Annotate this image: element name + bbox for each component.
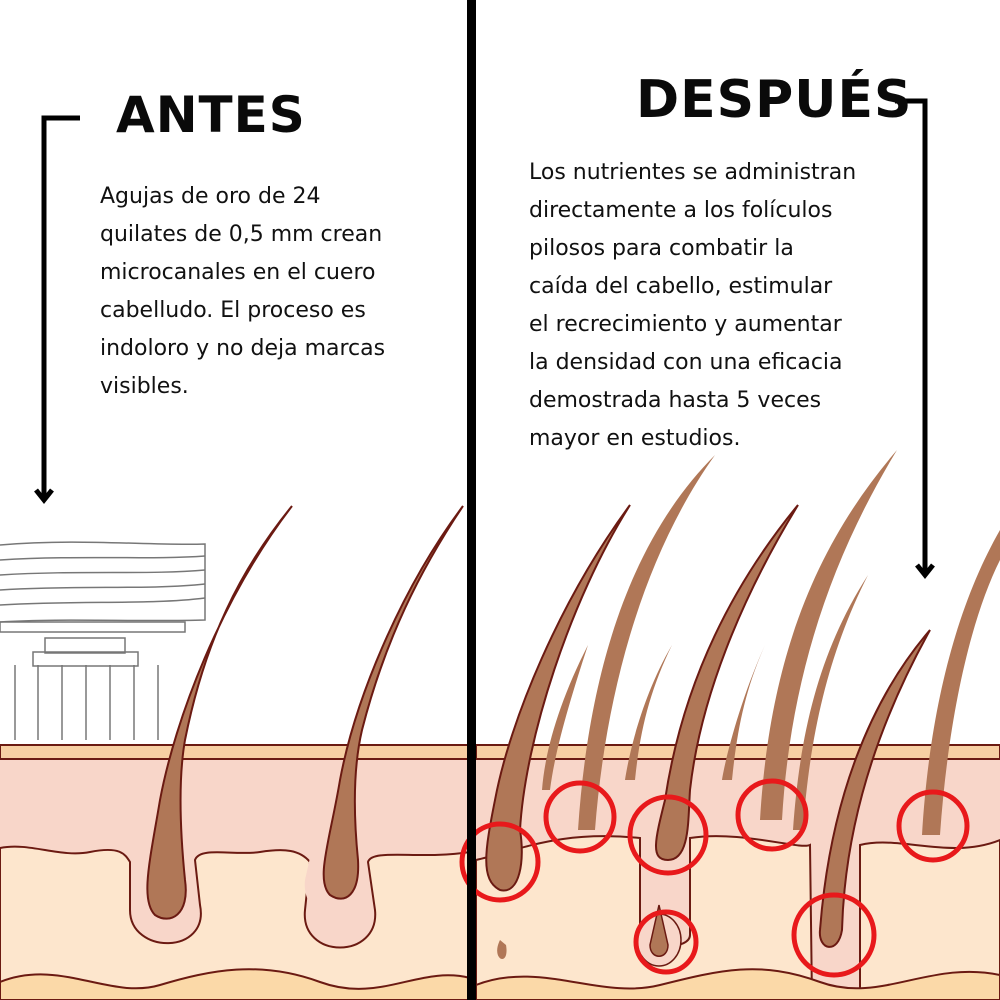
skin-after [475,450,1000,1000]
description-antes: Agujas de oro de 24 quilates de 0,5 mm c… [100,178,385,406]
text-line: demostrada hasta 5 veces [529,388,822,413]
text-line: Agujas de oro de 24 [100,184,321,209]
text-line: el recrecimiento y aumentar [529,312,842,337]
text-line: visibles. [100,374,189,399]
text-line: caída del cabello, estimular [529,274,833,299]
text-line: cabelludo. El proceso es [100,298,366,323]
text-line: la densidad con una eficacia [529,350,843,375]
highlight-circles [459,778,970,978]
text-line: indoloro y no deja marcas [100,336,386,361]
microneedle-device-icon [0,541,206,740]
text-line: directamente a los folículos [529,198,833,223]
title-despues: DESPUÉS [636,70,913,130]
arrow-antes-icon [34,115,80,505]
text-line: microcanales en el cuero [100,260,376,285]
divider [467,0,476,1000]
description-despues: Los nutrientes se administran directamen… [529,154,856,458]
arrow-despues-icon [895,98,935,580]
text-line: Los nutrientes se administran [529,160,857,185]
title-antes: ANTES [116,86,306,144]
text-line: quilates de 0,5 mm crean [100,222,383,247]
text-line: mayor en estudios. [529,426,741,451]
skin-before [0,505,471,1000]
text-line: pilosos para combatir la [529,236,794,261]
